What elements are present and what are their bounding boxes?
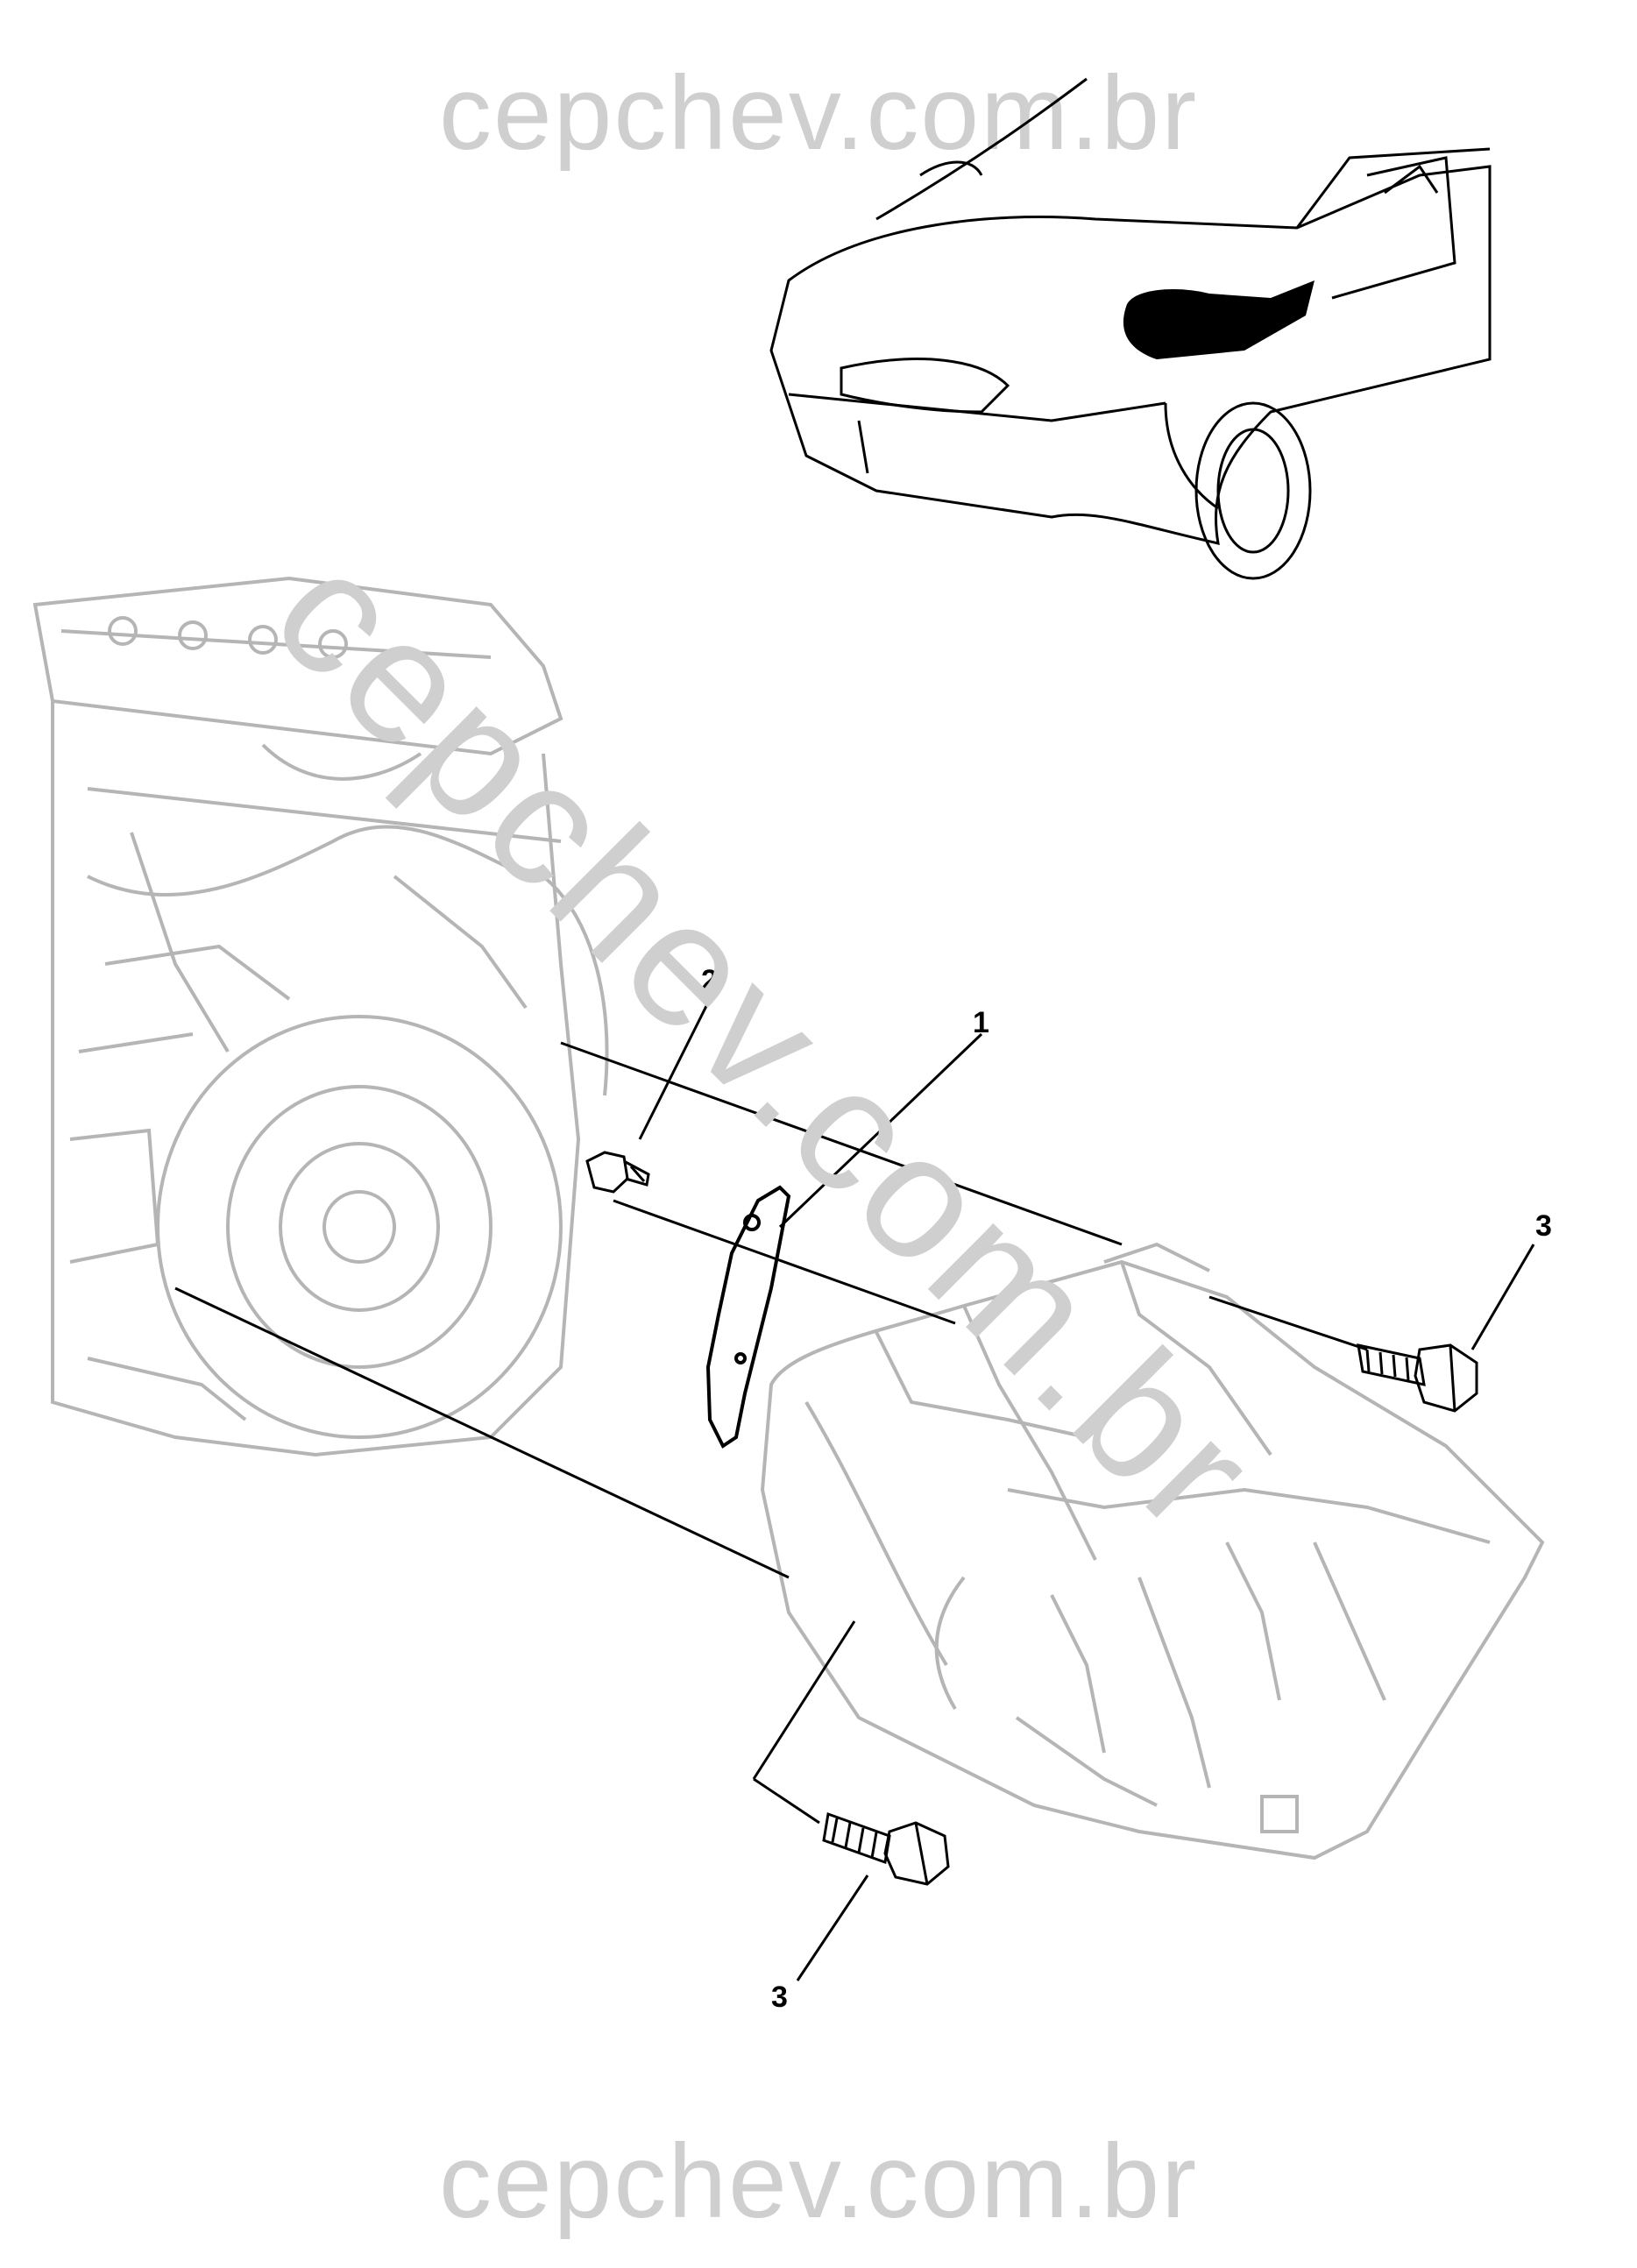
plate-shield	[705, 1185, 791, 1449]
watermark-bottom: cepchev.com.br	[438, 2123, 1199, 2240]
vehicle-locator	[769, 77, 1492, 580]
watermark-top: cepchev.com.br	[438, 54, 1199, 172]
callout-2: 2	[701, 964, 718, 997]
alignment-lines	[174, 998, 1535, 1981]
bolt-short	[585, 1151, 650, 1194]
transmission-housing	[760, 1242, 1545, 1860]
callout-3-bottom: 3	[771, 1981, 788, 2014]
callout-1: 1	[973, 1006, 989, 1039]
bolt-long-bottom	[822, 1811, 950, 1886]
engine-area-highlight	[1123, 280, 1315, 359]
callout-3-right: 3	[1535, 1209, 1552, 1243]
bolt-long-right	[1357, 1343, 1478, 1413]
